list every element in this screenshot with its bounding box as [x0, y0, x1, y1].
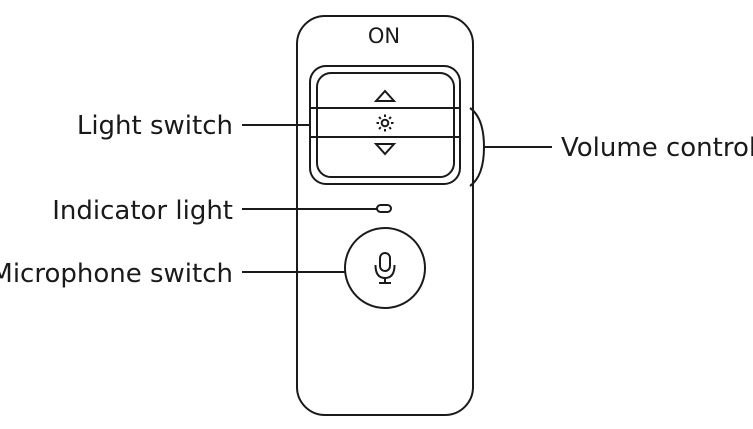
- microphone-switch-button: [344, 227, 426, 309]
- light-switch-label: Light switch: [77, 111, 233, 141]
- light-bulb-center: [380, 118, 390, 128]
- indicator-light-label: Indicator light: [52, 196, 233, 226]
- light-switch-outer: [309, 65, 461, 185]
- microphone-icon: [374, 252, 396, 284]
- microphone-switch[interactable]: [344, 227, 426, 309]
- light-switch[interactable]: [309, 65, 461, 185]
- microphone-switch-label: Microphone switch: [0, 259, 233, 289]
- remote-body: [296, 15, 474, 416]
- triangle-down-icon[interactable]: [373, 143, 397, 156]
- volume-control-label: Volume control: [561, 133, 753, 163]
- power-on-label: ON: [368, 24, 400, 48]
- triangle-up-icon[interactable]: [373, 89, 397, 102]
- indicator-light: [376, 204, 392, 213]
- light-bulb-icon[interactable]: [376, 114, 394, 132]
- light-rays: [376, 114, 394, 132]
- light-switch-inner: [316, 72, 455, 178]
